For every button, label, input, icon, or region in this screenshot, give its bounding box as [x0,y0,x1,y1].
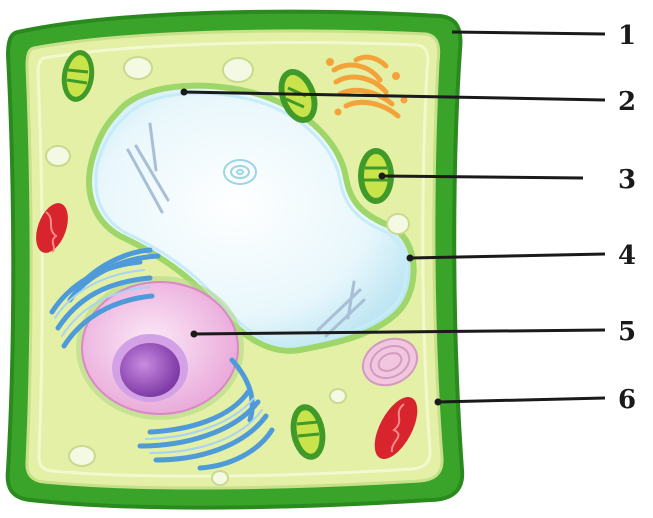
leader-line-3 [382,176,583,178]
nucleolus [120,343,180,397]
label-1: 1 [618,21,636,51]
label-3: 3 [618,165,636,195]
label-4: 4 [618,241,636,271]
leader-line-6 [438,398,605,402]
label-6: 6 [618,385,636,415]
label-5: 5 [618,317,636,347]
nucleus [76,276,244,420]
leader-line-1 [452,32,605,34]
label-2: 2 [618,87,636,117]
